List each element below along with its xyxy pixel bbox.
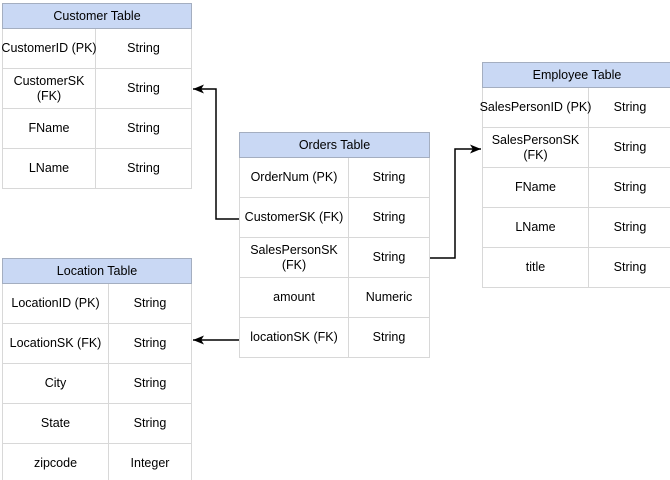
field-cell: SalesPersonID (PK)	[480, 88, 591, 128]
connector-orders-to-employee	[430, 144, 481, 259]
type-cell: String	[349, 198, 429, 238]
field-cell: CustomerSK (FK)	[3, 69, 96, 109]
field-cell: amount	[240, 278, 349, 318]
type-cell: String	[109, 284, 191, 324]
type-cell: String	[96, 149, 191, 189]
field-cell: title	[483, 248, 589, 288]
type-cell: String	[109, 324, 191, 364]
employee-table-title: Employee Table	[482, 62, 670, 88]
field-cell: LocationID (PK)	[3, 284, 109, 324]
field-cell: State	[3, 404, 109, 444]
type-cell: String	[96, 109, 191, 149]
type-cell: String	[589, 168, 670, 208]
field-cell: LName	[3, 149, 96, 189]
type-cell: String	[589, 248, 670, 288]
customer-table: Customer Table CustomerID (PK) String Cu…	[1, 3, 192, 189]
field-cell: FName	[483, 168, 589, 208]
field-cell: OrderNum (PK)	[240, 158, 349, 198]
field-cell: locationSK (FK)	[240, 318, 349, 358]
connector-orders-to-customer	[193, 84, 239, 220]
location-table: Location Table LocationID (PK) String Lo…	[2, 258, 192, 480]
type-cell: String	[589, 88, 670, 128]
location-table-title: Location Table	[2, 258, 192, 284]
type-cell: String	[109, 404, 191, 444]
type-cell: String	[349, 238, 429, 278]
employee-table-body: SalesPersonID (PK) String SalesPersonSK …	[480, 88, 670, 288]
field-cell: LocationSK (FK)	[3, 324, 109, 364]
type-cell: Numeric	[349, 278, 429, 318]
field-cell: SalesPersonSK (FK)	[483, 128, 589, 168]
field-cell: CustomerSK (FK)	[240, 198, 349, 238]
field-cell: LName	[483, 208, 589, 248]
type-cell: String	[96, 69, 191, 109]
field-cell: CustomerID (PK)	[1, 29, 97, 69]
type-cell: String	[589, 208, 670, 248]
field-cell: zipcode	[3, 444, 109, 480]
customer-table-body: CustomerID (PK) String CustomerSK (FK) S…	[1, 29, 192, 189]
location-table-body: LocationID (PK) String LocationSK (FK) S…	[2, 284, 192, 480]
field-cell: City	[3, 364, 109, 404]
orders-table-body: OrderNum (PK) String CustomerSK (FK) Str…	[239, 158, 430, 358]
type-cell: String	[589, 128, 670, 168]
type-cell: Integer	[109, 444, 191, 480]
type-cell: String	[349, 158, 429, 198]
field-cell: SalesPersonSK (FK)	[240, 238, 349, 278]
employee-table: Employee Table SalesPersonID (PK) String…	[480, 62, 670, 288]
orders-table: Orders Table OrderNum (PK) String Custom…	[239, 132, 430, 358]
orders-table-title: Orders Table	[239, 132, 430, 158]
type-cell: String	[109, 364, 191, 404]
field-cell: FName	[3, 109, 96, 149]
type-cell: String	[349, 318, 429, 358]
type-cell: String	[96, 29, 191, 69]
customer-table-title: Customer Table	[2, 3, 192, 29]
